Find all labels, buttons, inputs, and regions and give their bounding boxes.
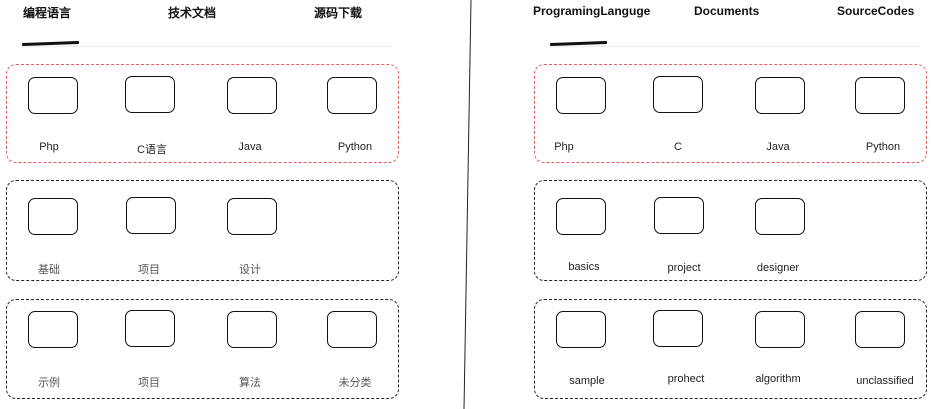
tile-designer[interactable] — [755, 198, 805, 235]
tab-bar-rule — [22, 46, 392, 47]
group-topics: basics project designer — [534, 180, 927, 281]
group-source: 示例 项目 算法 未分类 — [6, 299, 399, 399]
tile-label: C — [674, 141, 682, 153]
tile-label: prohect — [667, 373, 705, 385]
tile-label: C语言 — [137, 144, 167, 156]
tab-source-codes[interactable]: SourceCodes — [837, 4, 915, 18]
tile-basics[interactable] — [28, 198, 78, 235]
tab-documents[interactable]: Documents — [694, 4, 760, 18]
tile-label: 项目 — [138, 264, 160, 276]
tile-project[interactable] — [125, 310, 175, 347]
tab-programming-language[interactable]: 编程语言 — [23, 6, 72, 20]
tab-bar-rule — [550, 46, 920, 47]
tile-php[interactable] — [556, 77, 606, 114]
tile-java[interactable] — [227, 77, 277, 114]
tile-c[interactable] — [125, 76, 175, 113]
tile-basics[interactable] — [556, 198, 606, 235]
tile-label: Python — [337, 141, 373, 153]
group-languages: Php C语言 Java Python — [6, 64, 399, 163]
tile-label: Java — [766, 141, 790, 153]
tile-project[interactable] — [126, 197, 176, 234]
tile-python[interactable] — [855, 77, 905, 114]
tile-label: sample — [569, 375, 605, 387]
tile-algorithm[interactable] — [227, 311, 277, 348]
tile-label: basics — [568, 261, 600, 273]
tile-php[interactable] — [28, 77, 78, 114]
tile-unclassified[interactable] — [855, 311, 905, 348]
tab-documents[interactable]: 技术文档 — [168, 6, 217, 20]
tile-label: 项目 — [138, 377, 160, 389]
tile-label: project — [667, 262, 701, 274]
tile-label: designer — [756, 262, 800, 274]
tile-algorithm[interactable] — [755, 311, 805, 348]
tile-design[interactable] — [227, 198, 277, 235]
tile-python[interactable] — [327, 77, 377, 114]
tile-java[interactable] — [755, 77, 805, 114]
tile-label: 基础 — [38, 264, 60, 276]
tile-label: Python — [865, 141, 901, 153]
tile-unclassified[interactable] — [327, 311, 377, 348]
tile-sample[interactable] — [556, 311, 606, 348]
group-source: sample prohect algorithm unclassified — [534, 299, 927, 399]
panel-chinese: 编程语言 技术文档 源码下载 Php C语言 Java Python 基础 项目… — [0, 0, 466, 409]
tile-label: Php — [39, 141, 59, 153]
tab-programming-language[interactable]: ProgramingLanguge — [533, 4, 651, 18]
tile-label: unclassified — [856, 375, 914, 387]
panel-english: ProgramingLanguge Documents SourceCodes … — [468, 0, 933, 409]
group-topics: 基础 项目 设计 — [6, 180, 399, 281]
tab-source-codes[interactable]: 源码下载 — [314, 6, 363, 20]
tile-label: 未分类 — [338, 377, 372, 389]
tile-label: Php — [554, 141, 574, 153]
tile-label: algorithm — [755, 373, 801, 385]
tile-sample[interactable] — [28, 311, 78, 348]
tile-c[interactable] — [653, 76, 703, 113]
tile-label: Java — [238, 141, 262, 153]
tile-label: 示例 — [38, 377, 60, 389]
tile-label: 算法 — [239, 377, 261, 389]
tile-project[interactable] — [653, 310, 703, 347]
tile-project[interactable] — [654, 197, 704, 234]
tile-label: 设计 — [239, 264, 261, 276]
group-languages: Php C Java Python — [534, 64, 927, 163]
